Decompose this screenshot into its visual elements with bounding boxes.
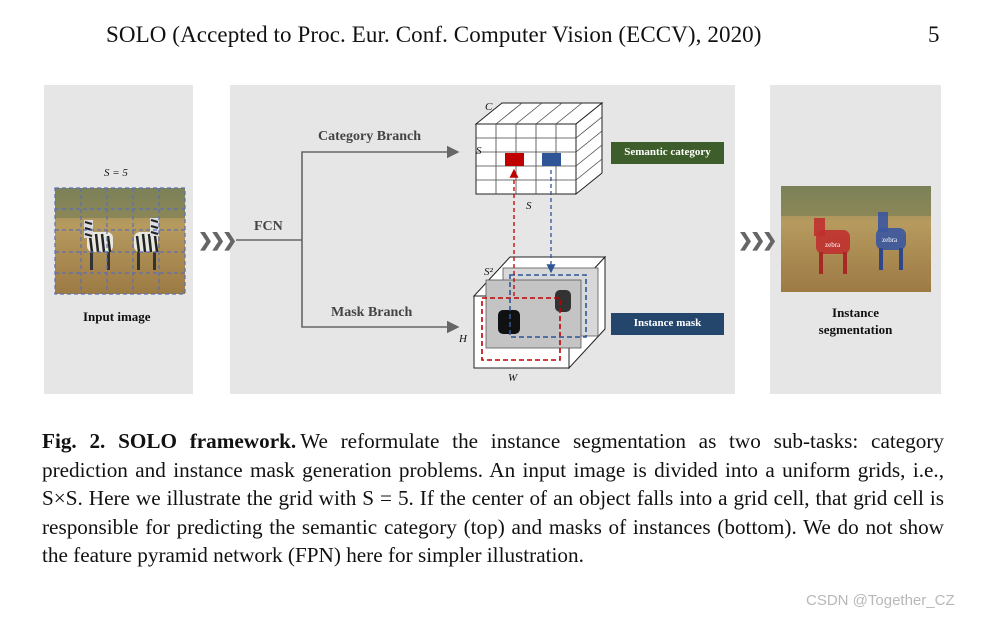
arrow-right-icon: ❯❯❯ <box>738 230 777 250</box>
caption-text: We reformulate the instance segmentation… <box>42 429 944 568</box>
zebra-tag-left: zebra <box>825 241 841 249</box>
channel-c-label: C <box>485 101 493 113</box>
mask-branch-label: Mask Branch <box>331 305 413 320</box>
fcn-label: FCN <box>254 219 283 234</box>
input-grid-lines <box>54 187 186 295</box>
output-caption-line1: Instance <box>832 305 879 320</box>
grid-s-label-top: S <box>476 145 482 157</box>
figure-caption: Fig. 2. SOLO framework.We reformulate th… <box>42 427 944 570</box>
semantic-category-badge-bg <box>611 142 724 164</box>
s-squared-label: S² <box>484 266 493 278</box>
watermark: CSDN @Together_CZ <box>806 592 955 609</box>
input-image-caption: Input image <box>83 309 151 324</box>
caption-label: Fig. 2. SOLO framework. <box>42 429 297 453</box>
header-title: SOLO (Accepted to Proc. Eur. Conf. Compu… <box>106 22 762 47</box>
arrow-left-icon: ❯❯❯ <box>198 230 237 250</box>
grid-s-label-bottom: S <box>526 200 532 212</box>
semantic-category-badge: Semantic category <box>624 146 711 158</box>
segmented-zebra-blue <box>876 212 906 270</box>
instance-mask-badge: Instance mask <box>633 317 702 329</box>
red-grid-cell <box>505 153 524 166</box>
zebra-tag-right: zebra <box>882 236 898 244</box>
output-image <box>781 186 931 292</box>
segmented-zebra-red <box>814 218 850 274</box>
input-image <box>54 187 186 295</box>
blue-grid-cell <box>542 153 561 166</box>
mask-zebra-left <box>498 310 520 334</box>
grid-size-label: S = 5 <box>104 167 128 179</box>
height-h-label: H <box>459 333 467 345</box>
zebra-right-shape <box>134 218 159 270</box>
running-header: SOLO (Accepted to Proc. Eur. Conf. Compu… <box>0 22 986 52</box>
category-grid-box <box>474 101 604 196</box>
solo-framework-figure <box>54 101 931 370</box>
category-branch-label: Category Branch <box>318 129 422 144</box>
flow-lines <box>236 145 460 334</box>
mask-volume-box <box>472 255 607 370</box>
output-caption-line2: segmentation <box>818 322 893 337</box>
instance-mask-badge-bg <box>611 313 724 335</box>
mask-zebra-right <box>555 290 571 312</box>
width-w-label: W <box>508 372 518 384</box>
page-number: 5 <box>928 22 940 47</box>
